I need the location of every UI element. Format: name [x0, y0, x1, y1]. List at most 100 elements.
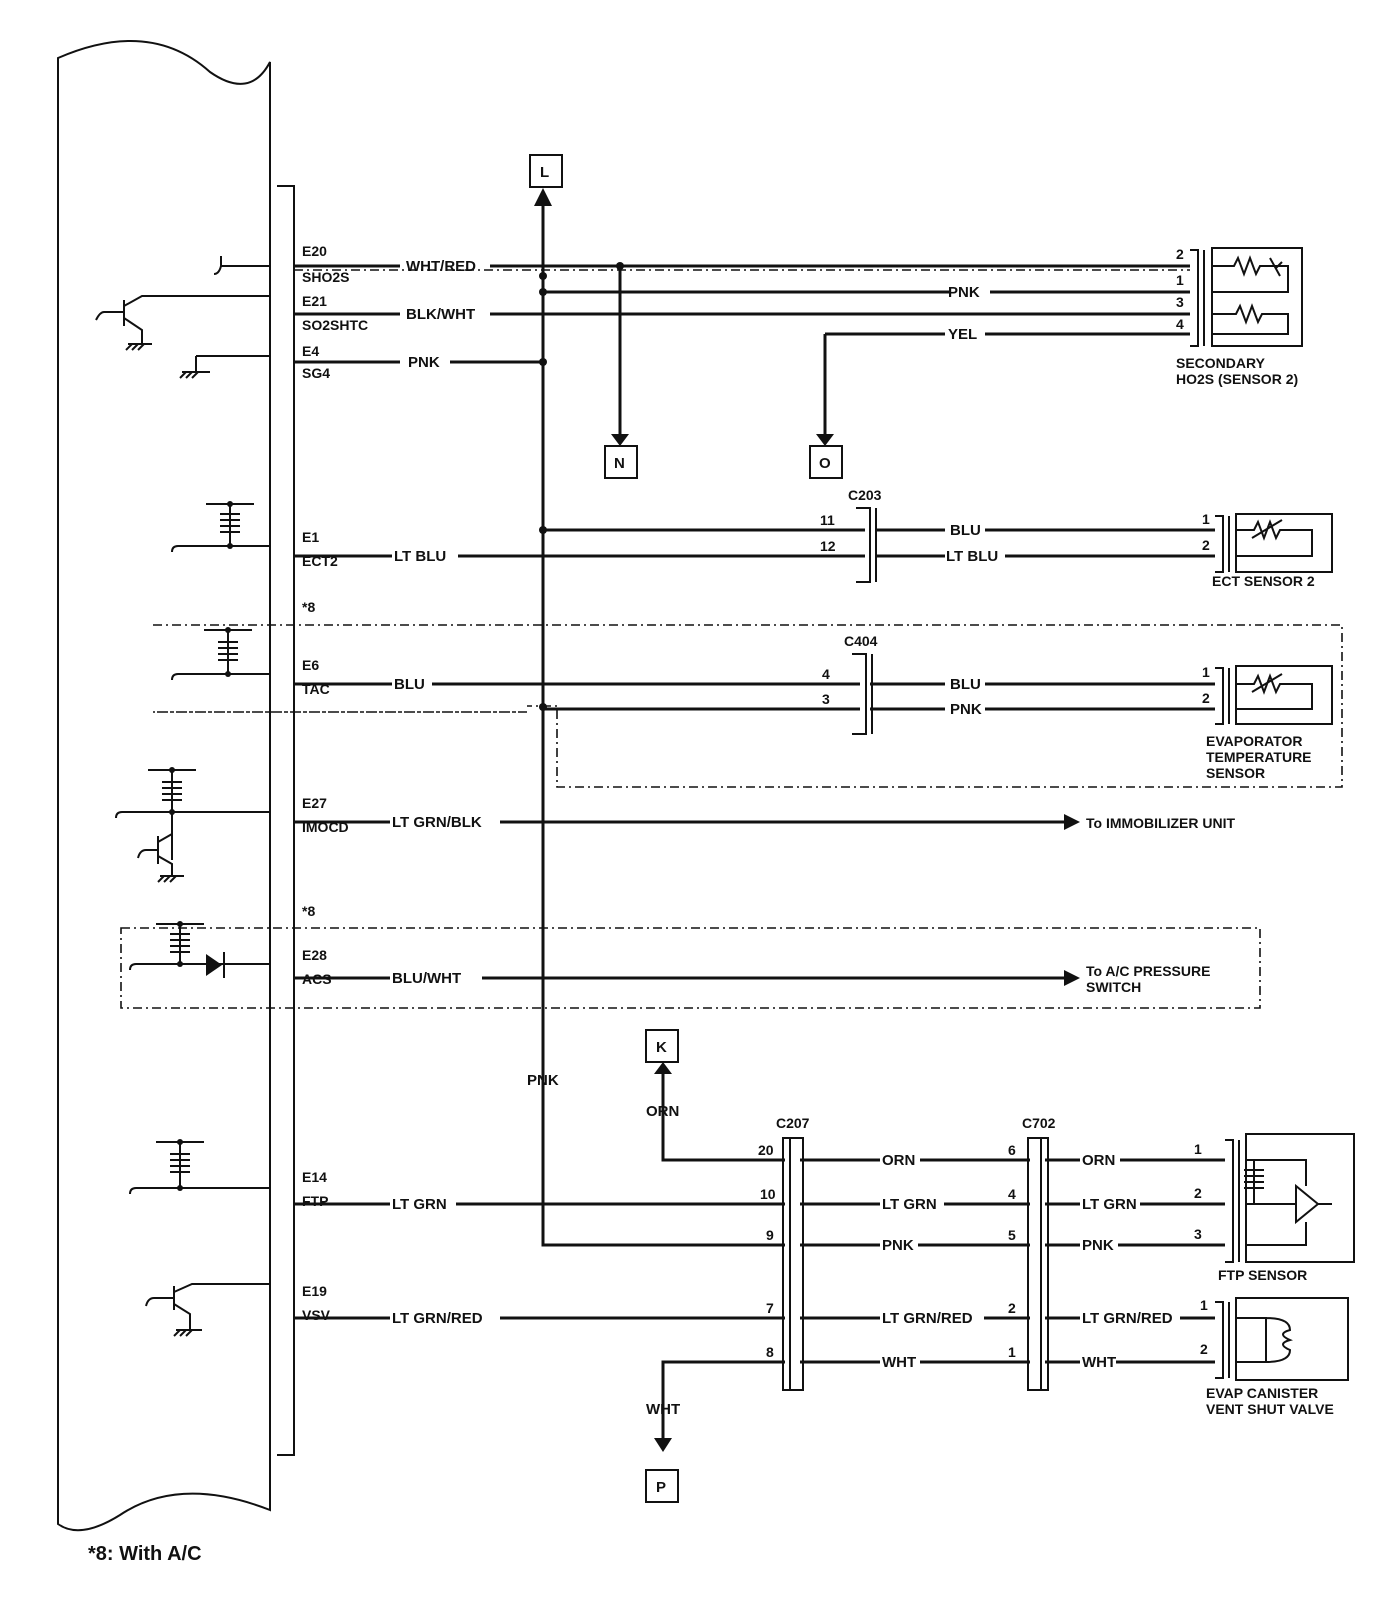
wire-e6-color: BLU — [394, 676, 425, 693]
evap-temp-circuit: C404 4 3 BLU BLU PNK 1 2 EVAPORATOR TEMP… — [294, 633, 1333, 781]
ftp-pin-2: 2 — [1194, 1185, 1202, 1201]
wire-e14-color: LT GRN — [392, 1196, 447, 1213]
pcm-internal-circuits — [95, 256, 270, 1337]
ho2s-label-2: HO2S (SENSOR 2) — [1176, 371, 1298, 387]
wire-e20-color: WHT/RED — [406, 258, 476, 275]
ftp-circuit: ORN WHT C207 20 10 9 7 8 C702 6 4 5 2 1 … — [294, 1062, 1355, 1452]
wire-c207-ltgrn: LT GRN — [882, 1196, 937, 1213]
wire-c702-orn: ORN — [1082, 1152, 1115, 1169]
ect-pin-2: 2 — [1202, 537, 1210, 553]
c702-pin-2: 2 — [1008, 1300, 1016, 1316]
option-mark-ac-2: *8 — [302, 903, 315, 919]
wire-e27-color: LT GRN/BLK — [392, 814, 482, 831]
ref-o: O — [819, 455, 831, 472]
ect-label: ECT SENSOR 2 — [1212, 573, 1315, 589]
ho2s-pin-1: 1 — [1176, 272, 1184, 288]
wire-ect-blu: BLU — [950, 522, 981, 539]
c203-pin-12: 12 — [820, 538, 836, 554]
wire-p-wht: WHT — [646, 1401, 680, 1418]
immobilizer-label: To IMMOBILIZER UNIT — [1086, 815, 1235, 831]
c702-pin-1: 1 — [1008, 1344, 1016, 1360]
evap-pin-2: 2 — [1202, 690, 1210, 706]
wire-c702-wht: WHT — [1082, 1354, 1116, 1371]
c207-pin-20: 20 — [758, 1142, 774, 1158]
wire-e4-color: PNK — [408, 354, 440, 371]
pin-e4-id: E4 — [302, 343, 319, 359]
wire-c702-pnk: PNK — [1082, 1237, 1114, 1254]
pin-e20-id: E20 — [302, 243, 327, 259]
c702-label: C702 — [1022, 1115, 1056, 1131]
c203-label: C203 — [848, 487, 882, 503]
c207-pin-7: 7 — [766, 1300, 774, 1316]
pnk-bus-label: PNK — [527, 1072, 559, 1089]
ho2s-circuit: WHT/RED BLK/WHT PNK PNK YEL 2 1 3 4 SECO… — [294, 246, 1303, 446]
c207-pin-10: 10 — [760, 1186, 776, 1202]
evap-label-2: TEMPERATURE — [1206, 749, 1312, 765]
wire-e28-color: BLU/WHT — [392, 970, 461, 987]
ho2s-pin-4: 4 — [1176, 316, 1184, 332]
wire-ect-ltblu: LT BLU — [946, 548, 998, 565]
ref-p: P — [656, 1479, 666, 1496]
ho2s-pin-2: 2 — [1176, 246, 1184, 262]
pnk-bus: PNK — [527, 188, 785, 1247]
c207-pin-9: 9 — [766, 1227, 774, 1243]
vsv-label-1: EVAP CANISTER — [1206, 1385, 1318, 1401]
vsv-pin-2: 2 — [1200, 1341, 1208, 1357]
ref-boxes: L N O K P — [529, 154, 843, 1503]
wire-c702-ltgrnred: LT GRN/RED — [1082, 1310, 1173, 1327]
ho2s-label-1: SECONDARY — [1176, 355, 1266, 371]
evap-label-1: EVAPORATOR — [1206, 733, 1302, 749]
ect-pin-1: 1 — [1202, 511, 1210, 527]
ho2s-pin-3: 3 — [1176, 294, 1184, 310]
pin-e19-name: VSV — [302, 1307, 331, 1323]
pin-e19-id: E19 — [302, 1283, 327, 1299]
ftp-label: FTP SENSOR — [1218, 1267, 1307, 1283]
ref-n: N — [614, 455, 625, 472]
wire-c207-wht: WHT — [882, 1354, 916, 1371]
pin-e4-name: SG4 — [302, 365, 330, 381]
c207-label: C207 — [776, 1115, 810, 1131]
ac-option-boxes — [120, 624, 1343, 1009]
footnote: *8: With A/C — [88, 1543, 202, 1565]
c702-pin-6: 6 — [1008, 1142, 1016, 1158]
vsv-label-2: VENT SHUT VALVE — [1206, 1401, 1334, 1417]
wire-e19-color: LT GRN/RED — [392, 1310, 483, 1327]
wire-k-orn: ORN — [646, 1103, 679, 1120]
pin-e27-id: E27 — [302, 795, 327, 811]
ref-k: K — [656, 1039, 667, 1056]
c404-pin-4: 4 — [822, 666, 830, 682]
pcm-outline — [57, 39, 295, 1532]
wire-c207-ltgrnred: LT GRN/RED — [882, 1310, 973, 1327]
pcm-pin-labels: E20 SHO2S E21 SO2SHTC E4 SG4 E1 ECT2 E6 … — [302, 243, 368, 1323]
pin-e14-name: FTP — [302, 1193, 328, 1209]
c207-pin-8: 8 — [766, 1344, 774, 1360]
c203-pin-11: 11 — [820, 512, 835, 528]
pin-e6-id: E6 — [302, 657, 319, 673]
pin-e28-id: E28 — [302, 947, 327, 963]
pin-e20-name: SHO2S — [302, 269, 349, 285]
pin-e21-id: E21 — [302, 293, 327, 309]
ect-circuit: C203 11 12 LT BLU BLU LT BLU 1 2 ECT SEN… — [294, 487, 1333, 589]
c702-pin-5: 5 — [1008, 1227, 1016, 1243]
ac-pressure-circuit: BLU/WHT To A/C PRESSURE SWITCH — [294, 963, 1210, 995]
wire-ho2s-pnk: PNK — [948, 284, 980, 301]
wire-c702-ltgrn: LT GRN — [1082, 1196, 1137, 1213]
option-mark-ac-1: *8 — [302, 599, 315, 615]
wire-ho2s-yel: YEL — [948, 326, 977, 343]
ref-l: L — [540, 164, 549, 181]
c702-pin-4: 4 — [1008, 1186, 1016, 1202]
ftp-pin-3: 3 — [1194, 1226, 1202, 1242]
pin-e1-id: E1 — [302, 529, 319, 545]
pin-e14-id: E14 — [302, 1169, 327, 1185]
vsv-pin-1: 1 — [1200, 1297, 1208, 1313]
wire-c207-pnk: PNK — [882, 1237, 914, 1254]
ac-label-2: SWITCH — [1086, 979, 1141, 995]
ftp-pin-1: 1 — [1194, 1141, 1202, 1157]
ac-label-1: To A/C PRESSURE — [1086, 963, 1210, 979]
evap-pin-1: 1 — [1202, 664, 1210, 680]
wire-e21-color: BLK/WHT — [406, 306, 475, 323]
immobilizer-circuit: LT GRN/BLK To IMMOBILIZER UNIT — [294, 814, 1235, 831]
c404-pin-3: 3 — [822, 691, 830, 707]
c404-label: C404 — [844, 633, 878, 649]
